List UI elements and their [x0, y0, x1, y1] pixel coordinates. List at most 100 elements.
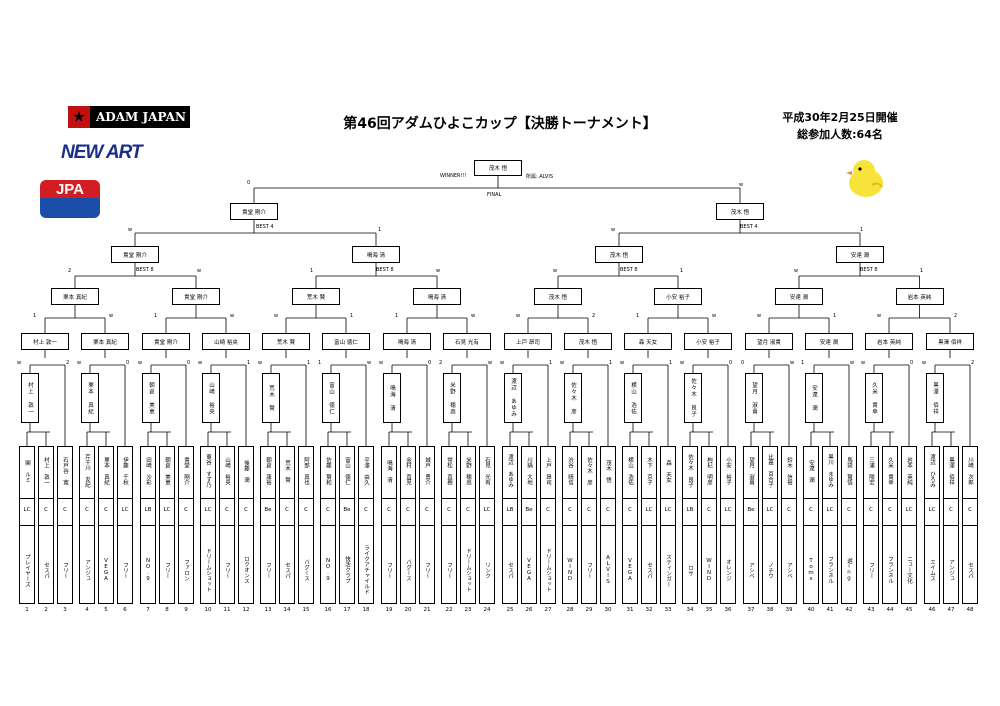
round1-score: 0 — [741, 360, 745, 366]
player-shop: セスパ — [284, 561, 290, 579]
player-name: 阿部 真也 — [303, 457, 309, 485]
divider — [944, 525, 958, 526]
divider — [220, 525, 234, 526]
round2-box: 鳴海 清 — [383, 333, 431, 350]
round2-box: 山崎 裕央 — [202, 333, 250, 350]
divider — [160, 525, 174, 526]
player-class: C — [244, 507, 248, 513]
player-name: 城戸 勇介 — [424, 457, 430, 485]
player-shop: フリー — [265, 561, 271, 579]
best8-box: 安達 潤 — [836, 246, 884, 263]
player-number: 31 — [626, 607, 634, 613]
player-name: 鳴海 清 — [386, 459, 392, 483]
round2-box: 富山 徳仁 — [322, 333, 370, 350]
player-class: C — [869, 507, 873, 513]
winner-caption: WINNER!!! — [440, 173, 467, 179]
round1-score: 2 — [66, 360, 70, 366]
round1-box: 米野 穂高 — [443, 373, 461, 423]
round3-score: w — [757, 313, 762, 319]
divider — [20, 525, 34, 526]
player-class: C — [447, 507, 451, 513]
final-left-score: 0 — [247, 180, 251, 186]
player-shop: セスパ — [967, 561, 973, 579]
player-class: LB — [506, 507, 514, 513]
round3-box: 茂木 悟 — [534, 288, 582, 305]
round1-score: w — [790, 360, 795, 366]
player-class: C — [628, 507, 632, 513]
adam-mark-icon: ★ — [68, 106, 90, 128]
round3-score: 2 — [592, 313, 596, 319]
player-class: C — [44, 507, 48, 513]
round3-score: 1 — [350, 313, 354, 319]
round1-score: 1 — [609, 360, 613, 366]
round1-score: 2 — [971, 360, 975, 366]
player-number: 18 — [362, 607, 370, 613]
divider — [118, 498, 132, 499]
round1-box: 安達 潤 — [805, 373, 823, 423]
best8-label: BEST 8 — [136, 267, 154, 273]
round1-score: w — [17, 360, 22, 366]
player-number: 26 — [525, 607, 533, 613]
player-number: 16 — [324, 607, 332, 613]
player-name: 岩本 英純 — [906, 457, 912, 485]
player-shop: フリー — [868, 561, 874, 579]
divider — [804, 498, 818, 499]
divider — [541, 498, 555, 499]
round2-box: 貴堂 剛介 — [142, 333, 190, 350]
divider — [420, 498, 434, 499]
player-number: 25 — [506, 607, 514, 613]
player-class: Be — [264, 507, 272, 513]
player-shop: フリー — [386, 561, 392, 579]
divider — [842, 498, 856, 499]
round3-box: 安達 潤 — [775, 288, 823, 305]
round2-box: 荒木 賢 — [262, 333, 310, 350]
divider — [902, 525, 916, 526]
player-shop: アンジュ — [948, 559, 954, 581]
player-name: 朝倉 美恵 — [164, 457, 170, 485]
player-shop: NO.9 — [145, 558, 151, 582]
player-class: LC — [724, 507, 732, 513]
divider — [623, 498, 637, 499]
player-number: 43 — [867, 607, 875, 613]
player-name: 後藤 潤 — [243, 459, 249, 483]
player-name: 貴堂 剛介 — [183, 457, 189, 485]
best4-score-0r: 1 — [378, 227, 382, 233]
player-shop: ドリームショット — [465, 548, 471, 592]
round2-box: 村上 敦一 — [21, 333, 69, 350]
player-class: C — [184, 507, 188, 513]
divider — [721, 525, 735, 526]
round1-score: w — [620, 360, 625, 366]
divider — [642, 498, 656, 499]
player-shop: フリー — [586, 561, 592, 579]
round1-score: 1 — [669, 360, 673, 366]
player-class: C — [387, 507, 391, 513]
round1-score: w — [379, 360, 384, 366]
player-class: C — [606, 507, 610, 513]
divider — [661, 498, 675, 499]
divider — [141, 525, 155, 526]
round1-score: 0 — [910, 360, 914, 366]
player-name: 米野 穂高 — [465, 457, 471, 485]
divider — [321, 498, 335, 499]
player-shop: スティンガー — [665, 553, 671, 587]
divider — [80, 525, 94, 526]
player-shop: オレンジ — [725, 559, 731, 581]
round3-score: 1 — [833, 313, 837, 319]
player-name: 黒澤 佰祥 — [948, 457, 954, 485]
player-name: 関 ルミ — [24, 459, 30, 483]
player-number: 14 — [283, 607, 291, 613]
player-shop: セスパ — [43, 561, 49, 579]
player-number: 7 — [146, 607, 150, 613]
round1-score: 0 — [729, 360, 733, 366]
player-class: LC — [826, 507, 834, 513]
best8-box: 貴堂 剛介 — [111, 246, 159, 263]
player-number: 41 — [826, 607, 834, 613]
divider — [661, 525, 675, 526]
player-name: 栗本 真紀 — [103, 457, 109, 485]
round3-score: w — [516, 313, 521, 319]
